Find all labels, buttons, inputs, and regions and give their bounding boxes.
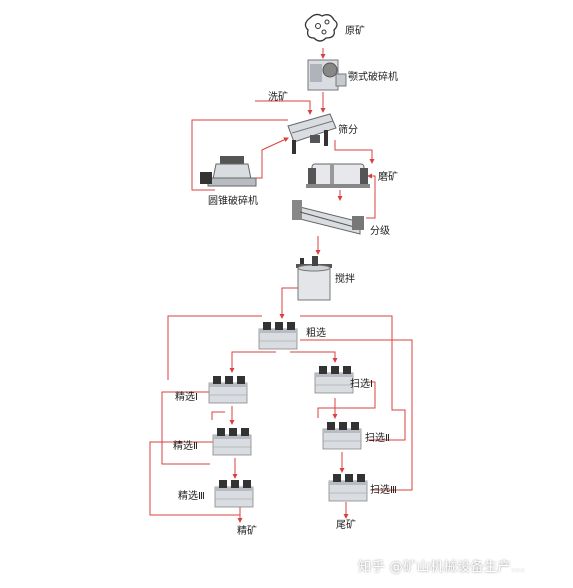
flotation-cell-icon xyxy=(208,375,248,404)
rougher-left-loop xyxy=(167,315,262,380)
rougher-right-loop xyxy=(300,315,393,360)
flotation-cell-icon xyxy=(328,473,368,502)
cleaner-return-line xyxy=(161,391,210,465)
ore-rock-icon xyxy=(304,13,338,42)
cone-return-line xyxy=(246,137,289,179)
flow-lines xyxy=(149,48,413,523)
jaw-crusher-icon xyxy=(307,59,347,91)
classifier-return xyxy=(366,173,376,219)
watermark: 知乎 @矿山机械设备生产... xyxy=(358,560,526,575)
label-raw-ore: 原矿 xyxy=(345,26,365,37)
label-scavenger-1: 扫选Ⅰ xyxy=(350,379,373,390)
flotation-cell-icon xyxy=(212,427,252,456)
flow-arrow xyxy=(229,351,276,373)
label-tailings: 尾矿 xyxy=(336,520,356,531)
flotation-cell-icon xyxy=(258,321,298,350)
ball-mill-icon xyxy=(306,163,370,188)
label-cleaner-2: 精选Ⅱ xyxy=(173,441,198,452)
label-concentrate: 精矿 xyxy=(237,526,257,537)
washing-flow xyxy=(255,100,313,115)
spiral-classifier-icon xyxy=(292,200,364,235)
label-jaw-crusher: 颚式破碎机 xyxy=(348,72,398,83)
flow-arrow xyxy=(334,140,375,164)
cone-crusher-icon xyxy=(200,156,257,187)
label-screening: 筛分 xyxy=(338,125,358,136)
flow-line xyxy=(211,411,225,420)
scav-return xyxy=(317,381,376,418)
label-cone-crusher: 圆锥破碎机 xyxy=(208,196,258,207)
vibrating-screen-icon xyxy=(287,113,337,154)
label-cleaner-3: 精选Ⅲ xyxy=(178,491,205,502)
flotation-cell-icon xyxy=(314,365,354,394)
agitation-tank-icon xyxy=(296,256,332,301)
label-classification: 分级 xyxy=(370,226,390,237)
cleaner-outer-loop xyxy=(149,441,240,516)
label-scavenger-2: 扫选Ⅱ xyxy=(365,433,390,444)
scav-outer-loop xyxy=(300,339,413,491)
label-ore-washing: 洗矿 xyxy=(268,92,288,103)
scav-right-loop xyxy=(368,360,406,441)
label-rougher: 粗选 xyxy=(306,328,326,339)
flotation-cell-icon xyxy=(322,421,362,450)
label-cleaner-1: 精选Ⅰ xyxy=(175,392,198,403)
flow-arrow xyxy=(279,287,306,319)
label-scavenger-3: 扫选Ⅲ xyxy=(370,485,397,496)
cone-feed-line xyxy=(191,119,288,191)
label-agitation: 搅拌 xyxy=(335,274,355,285)
flow-arrow xyxy=(290,351,338,363)
flotation-cell-icon xyxy=(214,479,254,508)
label-grinding: 磨矿 xyxy=(378,172,398,183)
